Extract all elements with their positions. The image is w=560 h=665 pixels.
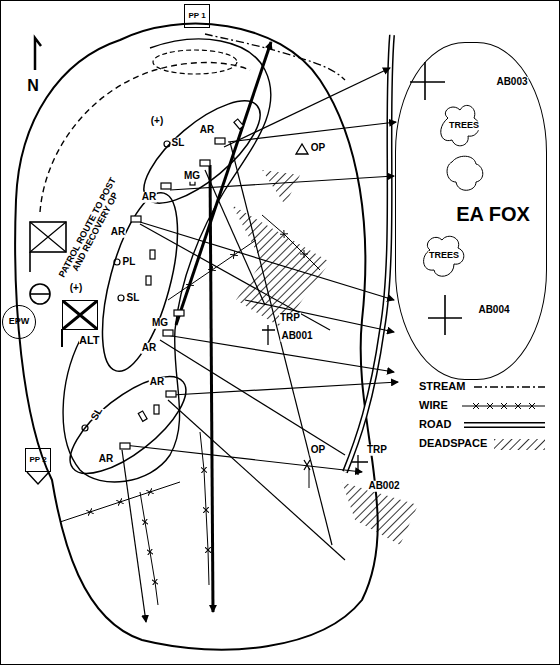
legend-text: DEADSPACE [418,438,488,450]
platoon-leader-label: PL [122,257,137,268]
weapon-label: AR [141,192,157,203]
op-label: OP [310,445,326,456]
node-text: PP 2 [29,456,46,464]
node-text: PP 1 [188,12,205,20]
north-label: N [26,78,40,95]
weapon-label: AR [141,343,157,354]
trp-label: TRP [366,445,388,456]
legend-text: WIRE [418,400,449,412]
passage-point-box: PP 1 [184,4,210,28]
terrain-label: TREES [428,251,460,260]
position-mark: (+) [150,116,165,127]
target-number: AB003 [495,77,528,88]
position-mark: (+) [69,283,84,294]
passage-point-box: PP 2 [25,448,51,472]
op-label: OP [310,143,326,154]
legend-text: ROAD [418,419,452,431]
target-number: AB001 [280,331,313,342]
node-text: EA FOX [454,203,532,226]
weapon-label: AR [199,125,215,136]
epw-point-circle: EPW [2,305,36,339]
flag-staff [61,329,63,347]
weapon-label: AR [149,377,165,388]
unit-symbol [63,301,97,329]
trp-label: TRP [279,313,301,324]
node-text: EPW [9,317,30,326]
alternate-cp-box: ALT [62,300,98,330]
weapon-label: AR [98,454,114,465]
target-number: AB004 [477,305,510,316]
node-text: ALT [79,335,100,347]
squad-leader-label: SL [126,293,141,304]
squad-leader-label: SL [171,138,186,149]
engagement-area-outline: EA FOX [395,42,547,380]
terrain-label: TREES [448,121,480,130]
target-number: AB002 [367,481,400,492]
legend-text: STREAM [418,381,466,393]
weapon-label: AR [110,227,126,238]
weapon-label: MG [151,318,169,329]
weapon-label: MG [183,171,201,182]
